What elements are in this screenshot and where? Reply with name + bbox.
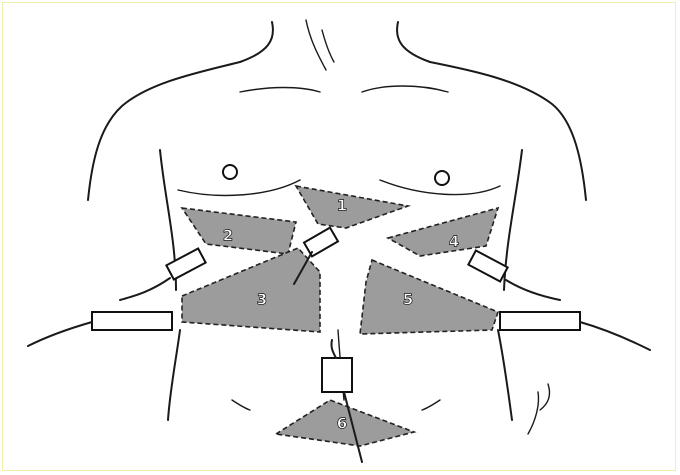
neck-left [240, 22, 273, 62]
zone-1-label: 1 [337, 197, 347, 215]
trocar-port-right-lower [500, 312, 650, 350]
zone-4-region [388, 208, 498, 256]
neck-right [397, 22, 430, 62]
zone-3-label: 3 [257, 291, 267, 309]
left-flank [168, 330, 180, 420]
left-clavicle [240, 88, 320, 93]
zone-5-region [360, 260, 498, 334]
neck-shading [306, 20, 334, 70]
left-pectoral [178, 180, 300, 195]
artist-signature [528, 384, 550, 434]
right-nipple [435, 171, 449, 185]
zone-6-label: 6 [337, 415, 347, 433]
right-shoulder [430, 62, 586, 200]
trocar-port-left-lower [28, 312, 172, 346]
right-clavicle [362, 86, 448, 92]
right-flank [498, 330, 512, 420]
zone-1-region [296, 186, 408, 228]
zone-2-region [182, 208, 296, 254]
zone-5-label: 5 [403, 291, 413, 309]
left-nipple [223, 165, 237, 179]
zone-4-label: 4 [449, 233, 459, 251]
zone-2-label: 2 [223, 227, 233, 245]
trocar-port-right-upper [468, 250, 560, 300]
